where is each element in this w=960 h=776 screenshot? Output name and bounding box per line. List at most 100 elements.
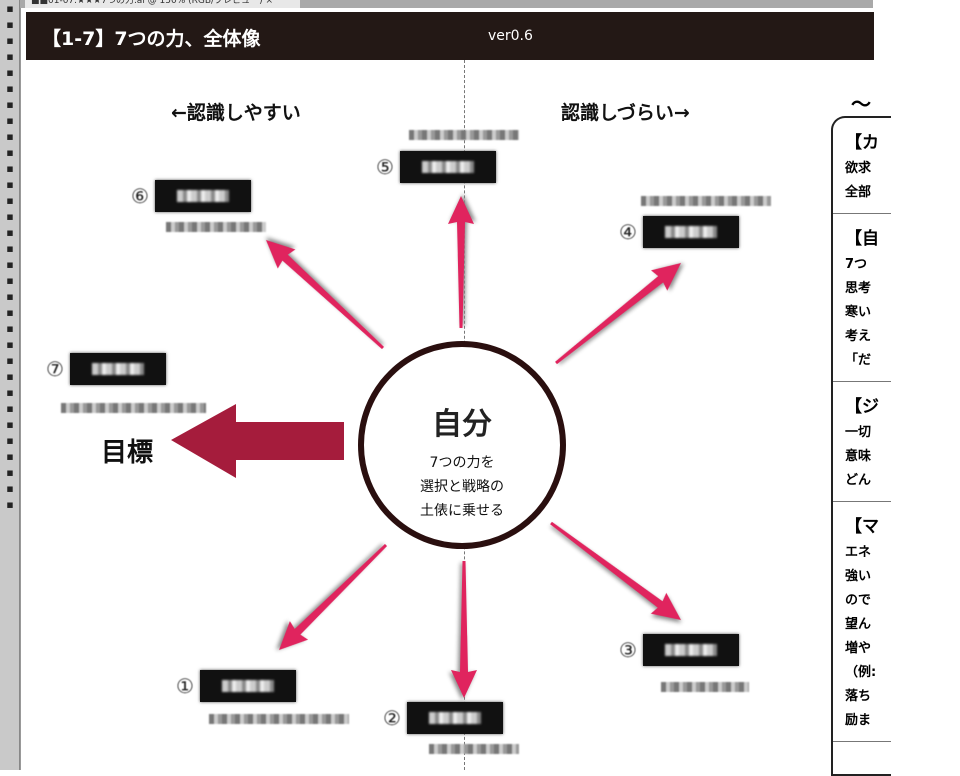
- section-line: どん: [845, 473, 872, 488]
- node-6-caption: [166, 222, 266, 232]
- section-heading: 【ジ: [845, 397, 879, 417]
- node-box: [199, 670, 296, 702]
- arrow: [266, 240, 385, 350]
- section-heading: 【マ: [845, 517, 879, 537]
- slice-tool-icon[interactable]: ▪: [6, 402, 14, 415]
- node-box: [69, 353, 166, 385]
- node-number: ②: [383, 706, 401, 730]
- pen-tool-icon[interactable]: ▪: [6, 66, 14, 79]
- section-line: 励ま: [845, 713, 872, 728]
- center-body: 7つの力を 選択と戦略の 土俵に乗せる: [420, 455, 504, 519]
- section-line: 寒い: [845, 305, 872, 320]
- node-number: ③: [619, 638, 637, 662]
- swap-tool-icon[interactable]: ▪: [6, 450, 14, 463]
- select-tool-icon[interactable]: ▪: [6, 2, 14, 15]
- section-line: 望ん: [845, 617, 872, 632]
- color-mode-tool-icon[interactable]: ▪: [6, 482, 14, 495]
- tools-panel: ▪ ▪ ▪ ▪ ▪ ▪ ▪ ▪ ▪ ▪ ▪ ▪ ▪ ▪ ▪ ▪ ▪ ▪ ▪ ▪ ▪ ▪ ▪ ▪ ▪ ▪ ▪ ▪ ▪ ▪ ▪ ▪: [0, 0, 20, 770]
- scale-tool-icon[interactable]: ▪: [6, 210, 14, 223]
- slide-header: 【1-7】7つの力、全体像 ver0.6: [26, 12, 874, 60]
- version-label: ver0.6: [488, 28, 533, 44]
- node-5: ⑤: [376, 151, 496, 183]
- free-transform-tool-icon[interactable]: ▪: [6, 242, 14, 255]
- section-line: 考え: [845, 329, 872, 344]
- node-7-caption: [61, 403, 206, 413]
- panel-tilde: 〜: [851, 92, 871, 116]
- section-line: ので: [845, 593, 872, 608]
- live-paint-select-tool-icon[interactable]: ▪: [6, 370, 14, 383]
- section-line: 増や: [845, 641, 872, 656]
- graph-tool-icon[interactable]: ▪: [6, 274, 14, 287]
- node-number: ①: [176, 674, 194, 698]
- arrow: [451, 561, 477, 698]
- section-line: 全部: [845, 185, 872, 200]
- node-7: ⑦: [46, 353, 166, 385]
- node-4-caption: [641, 196, 771, 206]
- node-box: [399, 151, 496, 183]
- node-box: [642, 216, 739, 248]
- node-number: ⑤: [376, 155, 394, 179]
- rotate-tool-icon[interactable]: ▪: [6, 194, 14, 207]
- panel-section: 【マエネ強いので望ん増や（例:落ち励ま: [833, 502, 891, 742]
- center-title: 自分: [432, 407, 492, 442]
- fill-stroke-tool-icon[interactable]: ▪: [6, 466, 14, 479]
- arrow: [550, 521, 682, 621]
- node-box: [642, 634, 739, 666]
- blend-tool-icon[interactable]: ▪: [6, 338, 14, 351]
- live-paint-tool-icon[interactable]: ▪: [6, 354, 14, 367]
- right-label: 認識しづらい→: [561, 102, 690, 124]
- artboard: 【1-7】7つの力、全体像 ver0.6 ←認識しやすい 認識しづらい→ 自分 …: [20, 8, 891, 776]
- node-4: ④: [619, 216, 739, 248]
- node-6: ⑥: [131, 180, 251, 212]
- section-line: 落ち: [845, 689, 872, 704]
- arrows: [171, 196, 682, 698]
- symbol-sprayer-tool-icon[interactable]: ▪: [6, 258, 14, 271]
- node-1: ①: [176, 670, 296, 702]
- paintbrush-tool-icon[interactable]: ▪: [6, 130, 14, 143]
- blob-brush-tool-icon[interactable]: ▪: [6, 162, 14, 175]
- direct-select-tool-icon[interactable]: ▪: [6, 18, 14, 31]
- artboard-tool-icon[interactable]: ▪: [6, 386, 14, 399]
- eraser-tool-icon[interactable]: ▪: [6, 178, 14, 191]
- pencil-tool-icon[interactable]: ▪: [6, 146, 14, 159]
- section-line: （例:: [845, 665, 877, 680]
- document-tab[interactable]: ■■01-07.★★★7つの力.ai @ 150% (RGB/プレビュー) ×: [25, 0, 300, 8]
- section-line: 意味: [845, 449, 872, 464]
- node-1-caption: [209, 714, 349, 724]
- type-tool-icon[interactable]: ▪: [6, 82, 14, 95]
- node-3: ③: [619, 634, 739, 666]
- gradient-tool-icon[interactable]: ▪: [6, 306, 14, 319]
- left-label: ←認識しやすい: [171, 102, 301, 124]
- center-circle: 自分 7つの力を 選択と戦略の 土俵に乗せる: [358, 341, 566, 549]
- screen-mode-tool-icon[interactable]: ▪: [6, 498, 14, 511]
- section-line: 「だ: [845, 353, 872, 368]
- panel-section: 【ジ一切意味どん: [833, 382, 891, 502]
- magic-wand-tool-icon[interactable]: ▪: [6, 34, 14, 47]
- section-heading: 【自: [845, 229, 879, 249]
- section-line: 思考: [845, 281, 872, 296]
- node-number: ⑦: [46, 357, 64, 381]
- node-box: [154, 180, 251, 212]
- hand-tool-icon[interactable]: ▪: [6, 418, 14, 431]
- goal-arrow: [171, 404, 344, 478]
- line-tool-icon[interactable]: ▪: [6, 98, 14, 111]
- node-3-caption: [661, 682, 749, 692]
- panel-section: 【自 7つ思考寒い考え「だ: [833, 214, 891, 382]
- arrow: [448, 196, 474, 328]
- node-2: ②: [383, 702, 503, 734]
- slide-title: 【1-7】7つの力、全体像: [42, 28, 261, 50]
- section-line: 7つ: [845, 257, 868, 272]
- arrow: [279, 543, 388, 650]
- zoom-tool-icon[interactable]: ▪: [6, 434, 14, 447]
- node-5-caption: [409, 130, 519, 140]
- section-line: 欲求: [845, 161, 872, 176]
- warp-tool-icon[interactable]: ▪: [6, 226, 14, 239]
- mesh-tool-icon[interactable]: ▪: [6, 290, 14, 303]
- rectangle-tool-icon[interactable]: ▪: [6, 114, 14, 127]
- lasso-tool-icon[interactable]: ▪: [6, 50, 14, 63]
- eyedropper-tool-icon[interactable]: ▪: [6, 322, 14, 335]
- tab-bar: ■■01-07.★★★7つの力.ai @ 150% (RGB/プレビュー) ×: [20, 0, 873, 8]
- node-number: ⑥: [131, 184, 149, 208]
- section-line: 一切: [845, 425, 872, 440]
